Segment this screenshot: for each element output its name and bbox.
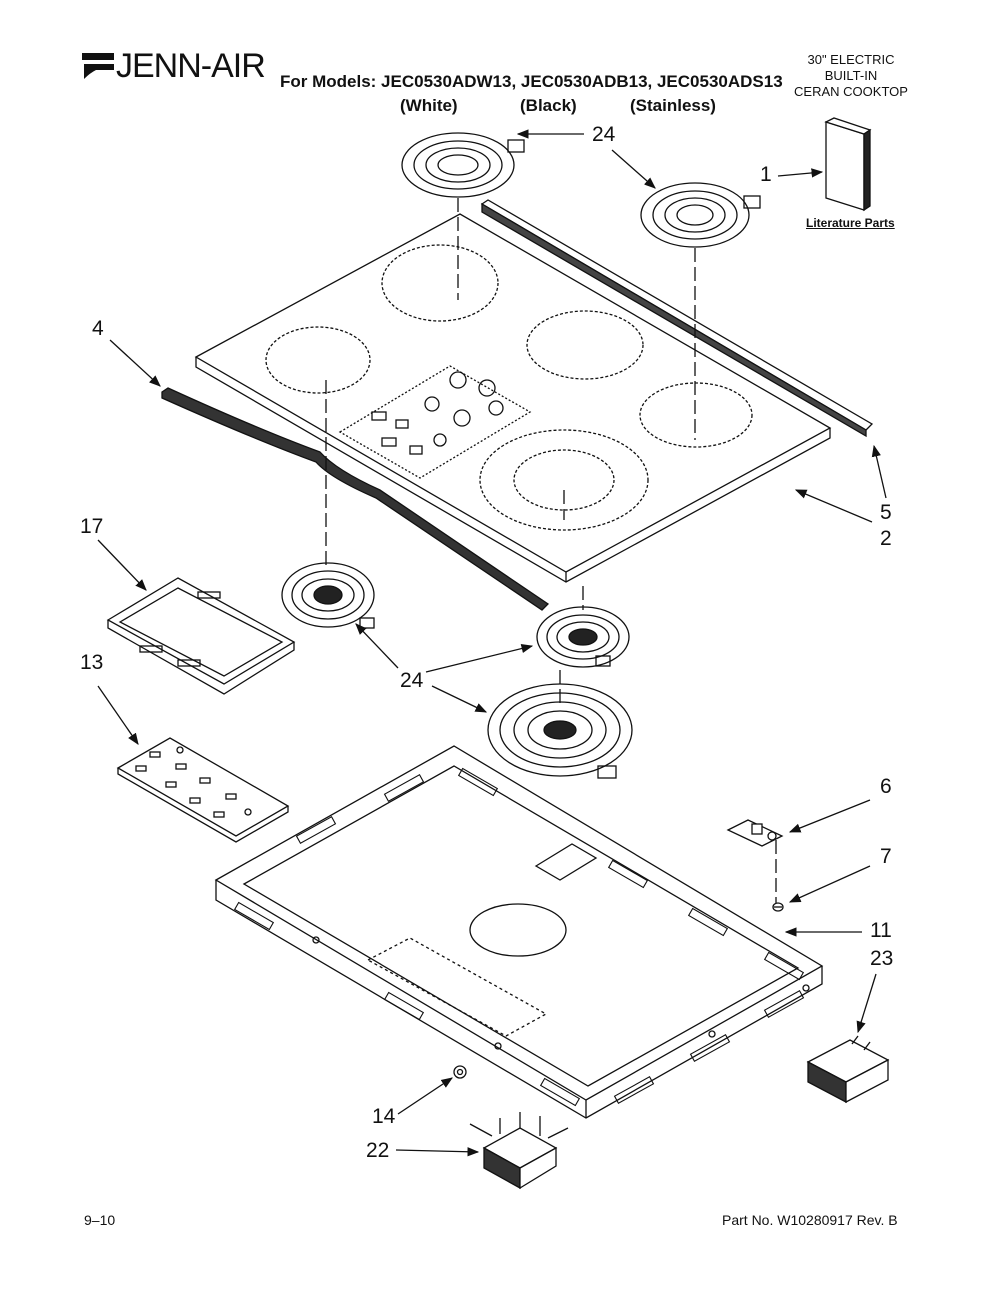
callout-6: 6 [880,775,892,798]
callout-11: 11 [870,919,892,942]
jenn-air-swoosh-icon [82,53,114,79]
callout-leaders [97,129,887,1157]
product-line-3: CERAN COOKTOP [794,84,908,99]
screw [772,902,784,912]
revision-date: 9–10 [84,1212,116,1228]
glass-cooktop [194,213,832,583]
callout-2: 2 [880,527,892,550]
surface-element-top-right [640,182,761,248]
product-line-1: 30" ELECTRIC [807,52,895,67]
alignment-lines [325,198,777,930]
surface-element-left [281,562,375,629]
callout-13: 13 [80,651,104,674]
models-line: For Models: JEC0530ADW13, JEC0530ADB13, … [280,72,783,91]
literature-parts-label: Literature Parts [806,216,895,230]
callout-1: 1 [760,163,772,186]
callout-4: 4 [92,317,104,340]
surface-element-large [487,683,633,779]
callout-14: 14 [372,1105,396,1128]
variant-stainless: (Stainless) [630,96,716,115]
control-board [116,737,290,843]
fastener [453,1065,467,1079]
mounting-bracket [726,819,784,847]
surface-element-top-left [401,132,525,198]
surface-element-center [536,606,630,668]
wire-harness-box [806,1035,890,1104]
callout-22: 22 [366,1139,390,1162]
callout-23: 23 [870,947,894,970]
product-description: 30" ELECTRIC BUILT-IN CERAN COOKTOP [776,52,926,100]
product-line-2: BUILT-IN [824,68,878,83]
brand-name: JENN-AIR [116,47,266,85]
terminal-block [469,1112,569,1190]
callout-24-middle: 24 [400,669,424,692]
part-number: Part No. W10280917 Rev. B [722,1212,898,1228]
rear-trim-strip [480,199,874,438]
callout-17: 17 [80,515,104,538]
callout-5: 5 [880,501,892,524]
variant-white: (White) [400,96,458,115]
variant-black: (Black) [520,96,577,115]
burner-box [214,745,824,1119]
callout-24-top: 24 [592,123,616,146]
brand-logo: JENN-AIR [82,46,266,86]
front-trim-strip [161,387,550,611]
callout-7: 7 [880,845,892,868]
control-panel-frame [106,577,296,695]
literature-booklet [824,117,872,212]
